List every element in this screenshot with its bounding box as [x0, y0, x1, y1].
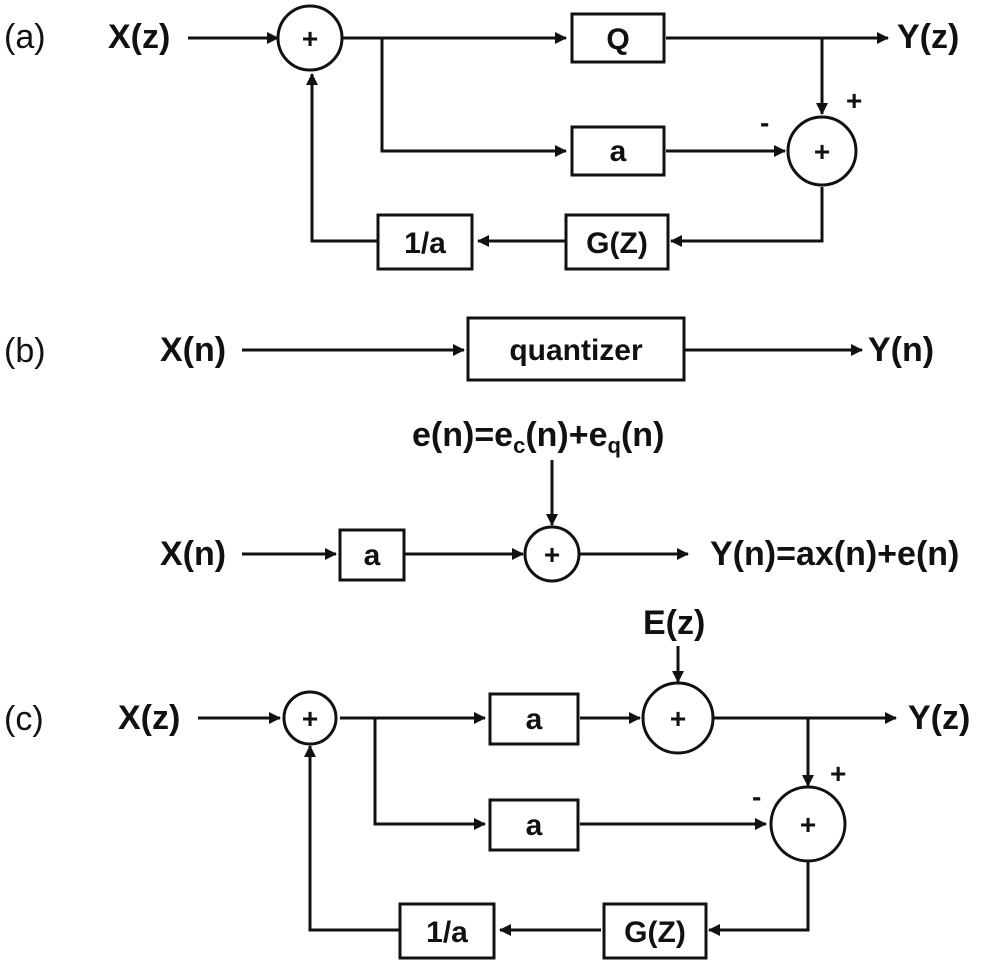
panel-a-plus-sign: + [846, 85, 862, 116]
panel-c-g-label: G(Z) [624, 916, 686, 949]
panel-b-error-equation: e(n)=ec(n)+eq(n) [412, 416, 664, 458]
panel-b-tag: (b) [4, 332, 46, 370]
panel-c-sum-to-g-wire [708, 862, 810, 936]
panel-c-input-label: X(z) [118, 699, 180, 737]
panel-a-quantizer-label: Q [606, 23, 629, 56]
panel-a-tag: (a) [4, 18, 46, 56]
panel-a-sum1-sign: + [302, 23, 318, 54]
panel-b-quantizer-block [466, 316, 686, 382]
panel-c-output-label: Y(z) [908, 699, 970, 737]
panel-b-gain-label: a [364, 539, 381, 572]
panel-a-gain-label: a [610, 135, 627, 168]
panel-a-sum2-sign: + [814, 136, 830, 167]
panel-a-quantizer-block [570, 12, 666, 64]
panel-a: (a) X(z) Y(z) + Q a + - + G(Z) 1/a [4, 4, 959, 271]
panel-c-inverse-gain-label: 1/a [426, 916, 468, 949]
panel-a-g-block [564, 213, 670, 271]
panel-a-inverse-gain-label: 1/a [404, 227, 446, 260]
panel-c: (c) X(z) Y(z) E(z) + a + a + - + G(Z) 1/… [4, 604, 970, 960]
panel-b-sum-sign: + [544, 539, 560, 570]
panel-c-gain-mid-block [488, 798, 580, 852]
panel-a-input-label: X(z) [108, 18, 170, 56]
panel-a-input-summer [276, 4, 344, 72]
panel-a-inverse-gain-block [376, 213, 474, 271]
panel-c-error-injection-summer [641, 681, 715, 755]
panel-c-error-summer [769, 785, 847, 863]
panel-a-feedback-wire [306, 73, 378, 243]
panel-c-sum-e-sign: + [670, 703, 686, 734]
panel-a-error-summer [786, 115, 858, 187]
panel-b-top-output-label: Y(n) [868, 331, 934, 369]
panel-c-branch-wire [373, 718, 486, 830]
panel-a-minus-sign: - [760, 107, 769, 138]
panel-c-feedback-wire [304, 745, 400, 932]
panel-b-quantizer-label: quantizer [509, 334, 643, 367]
panel-c-g-block [602, 902, 708, 960]
panel-a-sum-to-g-wire [670, 187, 824, 247]
panel-c-minus-sign: - [752, 781, 761, 812]
panel-c-tag: (c) [4, 700, 44, 738]
panel-c-error-label: E(z) [643, 604, 705, 642]
panel-c-gain-mid-label: a [526, 809, 543, 842]
panel-c-gain-top-label: a [526, 703, 543, 736]
panel-b-top-input-label: X(n) [160, 331, 226, 369]
panel-c-sum1-sign: + [302, 703, 318, 734]
panel-c-input-summer [282, 690, 338, 746]
panel-a-g-label: G(Z) [586, 227, 648, 260]
panel-c-plus-sign: + [830, 758, 846, 789]
panel-c-gain-top-block [488, 692, 580, 746]
panel-c-inverse-gain-block [398, 902, 496, 960]
panel-c-sum2-sign: + [800, 809, 816, 840]
panel-a-output-label: Y(z) [897, 18, 959, 56]
panel-b-bot-input-label: X(n) [160, 535, 226, 573]
panel-b-bot-output-label: Y(n)=ax(n)+e(n) [710, 535, 959, 573]
panel-a-gain-block [570, 125, 666, 177]
panel-b: (b) X(n) quantizer Y(n) e(n)=ec(n)+eq(n)… [4, 316, 959, 583]
panel-a-branch-wire [380, 38, 567, 157]
